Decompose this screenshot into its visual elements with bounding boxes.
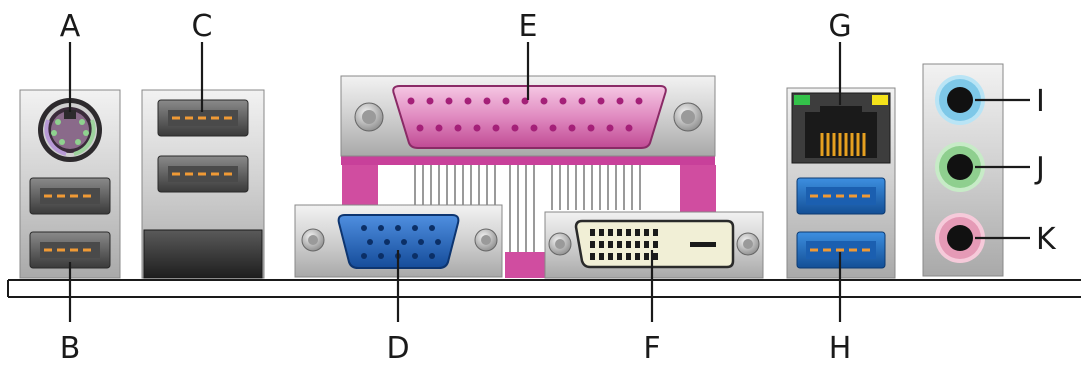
parallel-port[interactable] — [340, 75, 716, 157]
usb-3-0-port[interactable] — [796, 231, 886, 269]
usb-3-0-port[interactable] — [796, 177, 886, 215]
callout-j: J — [1034, 151, 1045, 186]
board-edge — [7, 279, 1081, 298]
ps2-port[interactable] — [38, 98, 102, 162]
usb-2-0-port[interactable] — [29, 231, 111, 269]
line-out-jack[interactable] — [935, 142, 985, 192]
callout-i: I — [1036, 84, 1045, 119]
usb-2-0-port[interactable] — [157, 99, 249, 137]
callout-labels: A B C D E F G H I J K — [60, 9, 1057, 366]
esata-port[interactable] — [143, 229, 263, 279]
line-in-jack[interactable] — [935, 75, 985, 125]
callout-d: D — [386, 331, 409, 366]
callout-c: C — [192, 9, 213, 44]
leader-lines — [68, 42, 1030, 322]
usb-2-0-port[interactable] — [29, 177, 111, 215]
usb-2-0-port[interactable] — [157, 155, 249, 193]
callout-f: F — [643, 331, 660, 366]
callout-e: E — [519, 9, 538, 44]
callout-h: H — [829, 331, 852, 366]
callout-k: K — [1036, 222, 1057, 257]
callout-b: B — [60, 331, 81, 366]
dvi-port[interactable] — [544, 211, 764, 279]
callout-g: G — [828, 9, 851, 44]
mic-in-jack[interactable] — [935, 213, 985, 263]
callout-a: A — [60, 9, 81, 44]
lan-port[interactable] — [791, 92, 891, 164]
